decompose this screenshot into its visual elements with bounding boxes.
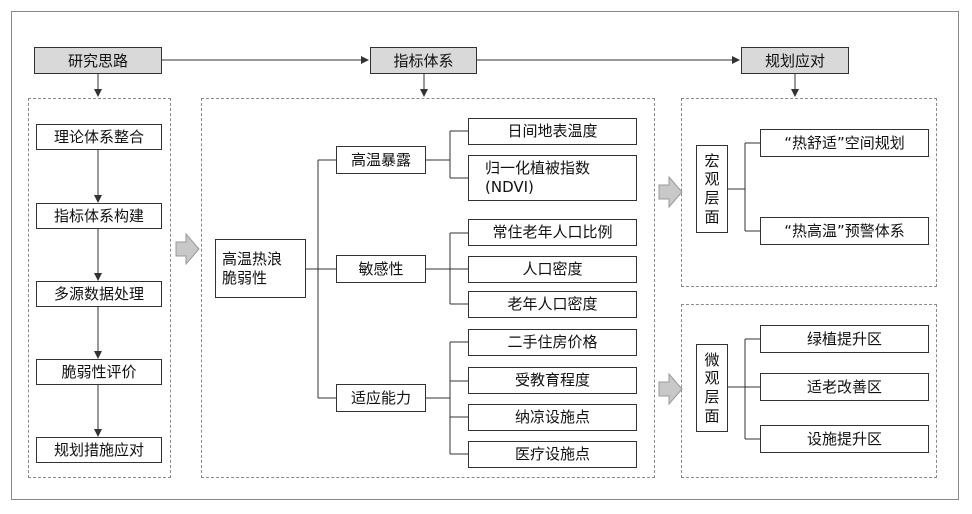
macro-item-comfort: “热舒适”空间规划 [760,129,929,157]
indicator-ndvi: 归一化植被指数 (NDVI) [468,155,637,201]
research-step-1: 理论体系整合 [36,124,162,150]
micro-char-3: 层 [704,388,720,406]
micro-char-4: 面 [704,406,720,425]
micro-char-1: 微 [704,350,720,369]
macro-char-2: 观 [704,170,720,189]
micro-char-2: 观 [704,369,720,388]
micro-label: 微 观 层 面 [696,344,728,432]
indicator-elderly-density: 老年人口密度 [468,291,637,318]
root-line-2: 脆弱性 [222,268,268,287]
header-indicators: 指标体系 [370,47,477,74]
indicator-population-density: 人口密度 [468,256,637,283]
micro-group [681,304,937,478]
macro-item-warning: “热高温”预警体系 [760,217,929,245]
indicator-group [201,98,655,478]
research-group [28,98,171,478]
macro-char-4: 面 [704,207,720,226]
header-planning: 规划应对 [741,47,849,74]
research-step-4: 脆弱性评价 [36,359,162,385]
micro-item-greening: 绿植提升区 [760,325,929,353]
flow-arrow-3 [658,372,683,406]
indicator-cooling-facilities: 纳凉设施点 [468,404,637,431]
root-node: 高温热浪 脆弱性 [215,239,306,298]
outer-frame [11,11,959,500]
root-line-1: 高温热浪 [222,249,283,268]
research-step-3: 多源数据处理 [36,281,162,307]
research-step-5: 规划措施应对 [36,437,162,463]
macro-char-1: 宏 [704,151,720,170]
indicator-medical-facilities: 医疗设施点 [468,441,637,468]
ndvi-line-2: (NDVI) [485,178,534,196]
indicator-surface-temp: 日间地表温度 [468,118,637,145]
ndvi-line-1: 归一化植被指数 [485,159,591,178]
header-research: 研究思路 [34,47,162,74]
category-exposure: 高温暴露 [336,146,426,174]
micro-item-elderly: 适老改善区 [760,373,929,401]
flow-arrow-1 [175,232,200,266]
indicator-housing-price: 二手住房价格 [468,329,637,356]
indicator-elderly-ratio: 常住老年人口比例 [468,219,637,246]
macro-label: 宏 观 层 面 [696,145,728,233]
macro-char-3: 层 [704,189,720,207]
category-sensitivity: 敏感性 [336,255,426,283]
micro-item-facility: 设施提升区 [760,425,929,453]
research-step-2: 指标体系构建 [36,203,162,229]
category-adaptive: 适应能力 [336,384,426,412]
indicator-education: 受教育程度 [468,367,637,394]
flow-arrow-2 [658,175,683,209]
